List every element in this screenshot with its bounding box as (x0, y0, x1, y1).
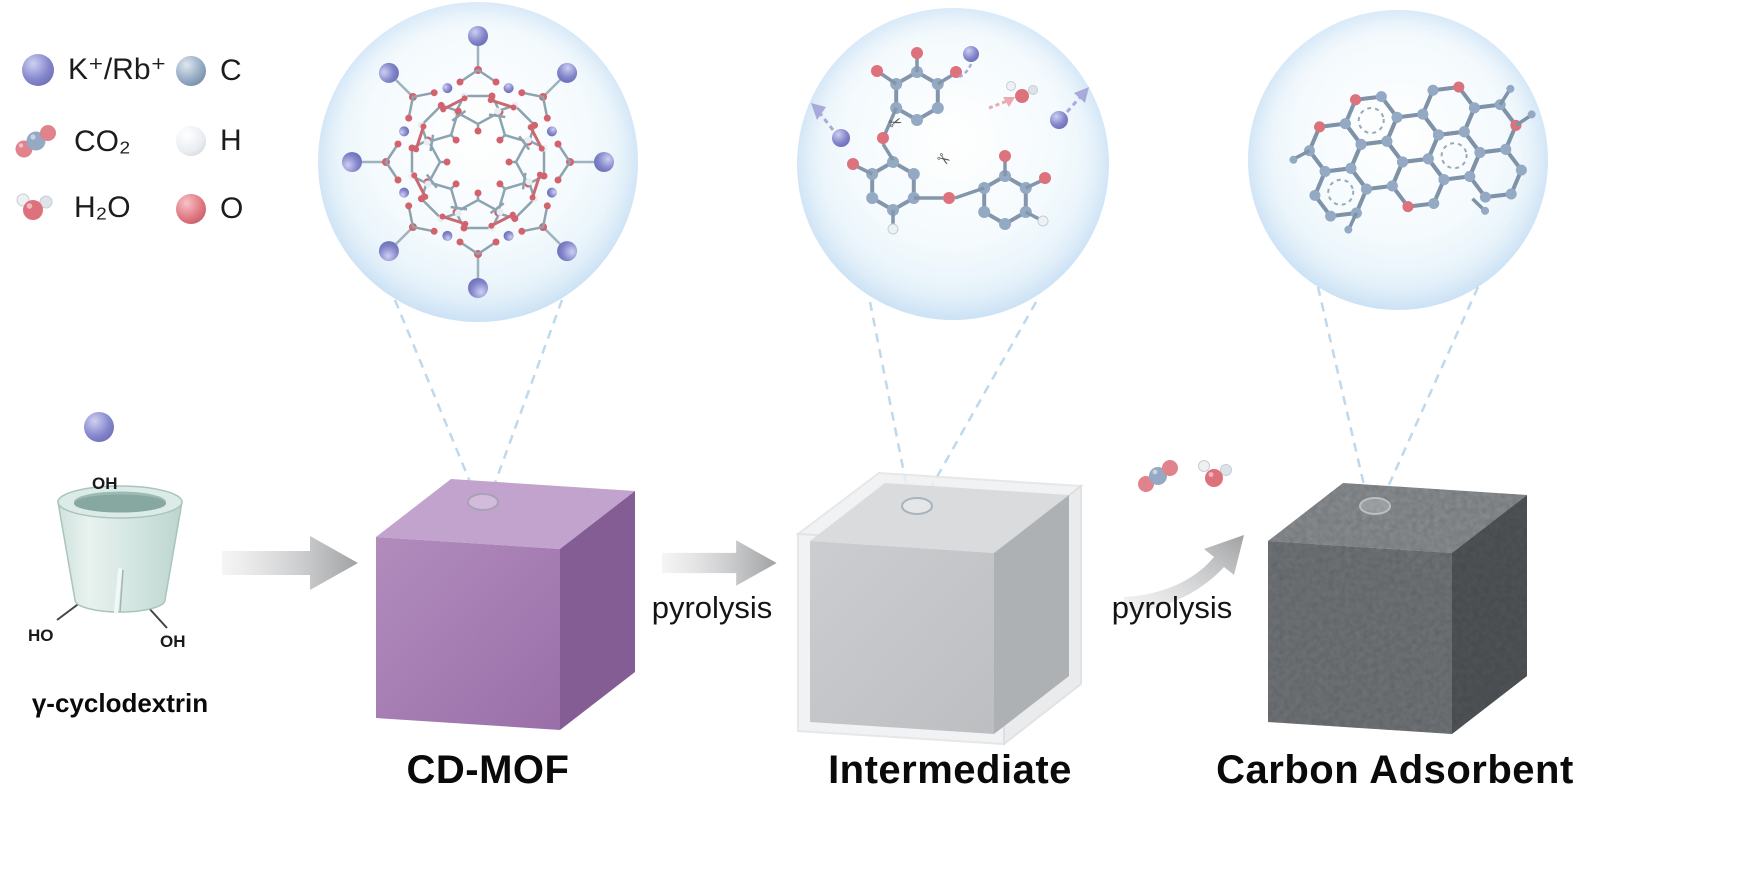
hydroxyl-label-right: OH (160, 632, 186, 651)
stage-label-carbon-adsorbent: Carbon Adsorbent (1216, 748, 1574, 792)
intermediate-cube (795, 471, 1084, 746)
scissors-icon: ✂ (933, 149, 954, 171)
carbon-sheet-magnifier (1248, 10, 1548, 310)
magnifier-lens-spot (467, 493, 499, 511)
arrow-step3 (1124, 535, 1244, 613)
hydroxyl-label-left: HO (28, 626, 54, 645)
oxygen-atom-icon (176, 194, 206, 224)
legend-label-hydrogen: H (220, 124, 242, 157)
cdmof-ring-structure (340, 24, 616, 300)
arrow-step1 (222, 536, 358, 590)
water-molecule-icon (1198, 460, 1232, 487)
magnifier-lens-spot (901, 497, 933, 515)
legend-item-oxygen: O (176, 192, 243, 226)
pyrolysis-label-1: pyrolysis (651, 590, 773, 625)
cdmof-structure-magnifier (318, 2, 638, 322)
stage-label-intermediate: Intermediate (828, 748, 1072, 792)
intermediate-fragments: ✂ ✂ (811, 46, 1089, 235)
hydroxyl-label-top: OH (92, 474, 118, 493)
cdmof-cube (376, 479, 635, 730)
legend-item-carbon: C (176, 54, 242, 88)
legend-item-co2: CO₂ (12, 122, 131, 162)
precursor-name: γ-cyclodextrin (31, 688, 209, 718)
water-molecule-icon (16, 193, 53, 220)
arrow-step2 (662, 540, 777, 586)
legend-label-ion: K⁺/Rb⁺ (68, 53, 167, 86)
legend-label-co2: CO₂ (74, 125, 131, 158)
co2-molecule-icon (1138, 460, 1178, 492)
hydrogen-atom-icon (176, 126, 206, 156)
legend-label-carbon: C (220, 54, 242, 87)
released-gas-molecules (1138, 460, 1232, 492)
legend-label-water: H₂O (74, 191, 131, 224)
carbon-adsorbent-cube (1268, 483, 1527, 734)
pyrolysis-label-2: pyrolysis (1111, 590, 1233, 625)
intermediate-structure-magnifier: ✂ ✂ (797, 8, 1109, 320)
cyclodextrin-cup (56, 485, 183, 629)
potassium-rubidium-ion-icon (22, 53, 54, 86)
co2-molecule-icon (15, 125, 56, 158)
legend-item-water: H₂O (12, 188, 131, 228)
graphitic-carbon-sheet (1289, 77, 1536, 234)
legend-item-hydrogen: H (176, 124, 242, 158)
carbon-atom-icon (176, 56, 206, 86)
scissors-icon: ✂ (887, 113, 905, 134)
magnifier-lens-spot (1359, 497, 1391, 515)
metal-ion-sphere (84, 412, 114, 442)
legend-item-ion: K⁺/Rb⁺ (22, 52, 166, 87)
legend-label-oxygen: O (220, 192, 244, 225)
stage-label-cdmof: CD-MOF (406, 748, 570, 792)
